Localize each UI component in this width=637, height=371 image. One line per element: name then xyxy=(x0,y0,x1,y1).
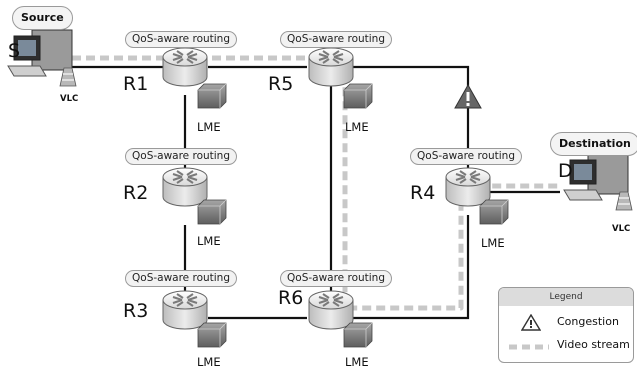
legend-item-video-stream: Video stream xyxy=(499,335,633,357)
router-r2-icon xyxy=(162,167,227,225)
r1-lme-label: LME xyxy=(197,120,221,134)
r3-lme-label: LME xyxy=(197,355,221,369)
r4-qos-bubble: QoS-aware routing xyxy=(410,148,523,165)
legend-box: Legend Congestion Video stream xyxy=(498,287,634,363)
destination-computer-icon xyxy=(563,153,633,211)
r5-qos-bubble: QoS-aware routing xyxy=(280,31,393,48)
legend-title: Legend xyxy=(499,288,633,306)
r2-lme-label: LME xyxy=(197,234,221,248)
destination-tag: Destination xyxy=(550,132,637,156)
links-layer xyxy=(62,65,560,320)
legend-label-video-stream: Video stream xyxy=(557,338,630,351)
router-r4-icon xyxy=(445,167,509,225)
r3-qos-bubble: QoS-aware routing xyxy=(125,270,238,287)
r6-label: R6 xyxy=(278,287,304,309)
r6-qos-bubble: QoS-aware routing xyxy=(280,270,393,287)
source-tag: Source xyxy=(12,6,73,30)
r6-lme-label: LME xyxy=(345,355,369,369)
congestion-warning-icon xyxy=(454,83,482,109)
r2-label: R2 xyxy=(123,182,149,204)
router-r5-icon xyxy=(308,47,373,109)
r5-lme-label: LME xyxy=(345,120,369,134)
r1-qos-bubble: QoS-aware routing xyxy=(125,31,238,48)
r4-label: R4 xyxy=(410,182,436,204)
r2-qos-bubble: QoS-aware routing xyxy=(125,148,238,165)
legend-label-congestion: Congestion xyxy=(557,315,619,328)
r3-label: R3 xyxy=(123,300,149,322)
warning-triangle-icon xyxy=(521,314,541,331)
r1-label: R1 xyxy=(123,73,149,95)
link-r4-r6 xyxy=(353,215,470,320)
link-r5-r4 xyxy=(353,65,470,172)
destination-vlc-label: VLC xyxy=(612,224,631,234)
legend-item-congestion: Congestion xyxy=(499,312,633,334)
r4-lme-label: LME xyxy=(481,236,505,250)
destination-letter: D xyxy=(558,160,573,182)
r5-label: R5 xyxy=(268,73,294,95)
source-vlc-label: VLC xyxy=(60,94,79,104)
dashed-line-icon xyxy=(509,344,549,350)
source-letter: S xyxy=(8,40,21,62)
